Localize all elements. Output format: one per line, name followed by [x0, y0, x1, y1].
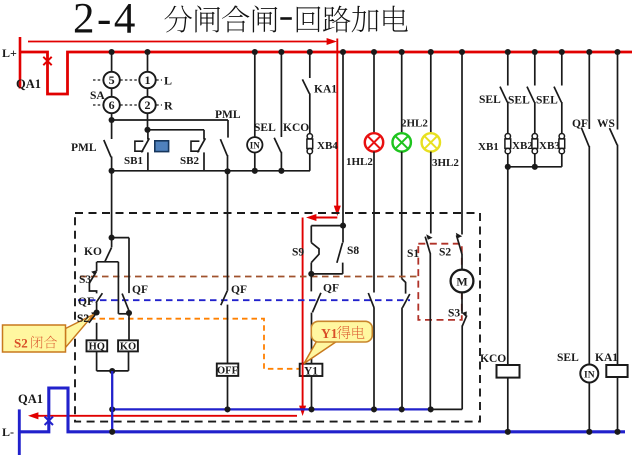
svg-text:S2: S2: [14, 336, 28, 351]
svg-text:QF: QF: [231, 284, 247, 296]
svg-text:KO: KO: [120, 342, 136, 353]
svg-text:XB2: XB2: [512, 140, 533, 152]
svg-text:XB3: XB3: [539, 140, 560, 152]
svg-text:5: 5: [109, 73, 115, 87]
svg-text:1: 1: [145, 73, 151, 87]
svg-text:1HL2: 1HL2: [346, 156, 373, 168]
svg-text:SEL: SEL: [479, 94, 501, 106]
svg-text:2-4: 2-4: [73, 0, 138, 43]
svg-text:S9: S9: [292, 247, 304, 259]
svg-text:SEL: SEL: [536, 95, 558, 107]
svg-text:KCO: KCO: [480, 353, 506, 365]
svg-text:SEL: SEL: [557, 352, 579, 364]
svg-text:QF: QF: [572, 118, 588, 130]
svg-text:S3: S3: [448, 308, 460, 320]
svg-text:2HL2: 2HL2: [401, 118, 428, 130]
svg-text:IN: IN: [584, 371, 595, 381]
svg-text:SEL: SEL: [254, 122, 276, 134]
svg-text:QF: QF: [132, 284, 148, 296]
svg-text:6: 6: [109, 98, 115, 112]
svg-text:PML: PML: [71, 142, 97, 154]
svg-text:IN: IN: [250, 141, 261, 151]
svg-text:XB4: XB4: [317, 140, 338, 152]
svg-text:HQ: HQ: [89, 342, 105, 353]
svg-text:Y1: Y1: [321, 326, 338, 341]
svg-text:3HL2: 3HL2: [432, 157, 459, 169]
svg-text:SEL: SEL: [508, 95, 530, 107]
svg-text:2: 2: [145, 98, 151, 112]
svg-text:L: L: [164, 74, 172, 88]
svg-text:S1: S1: [407, 248, 419, 260]
svg-text:SB1: SB1: [124, 155, 143, 167]
svg-text:KA1: KA1: [314, 84, 337, 96]
svg-text:L+: L+: [2, 46, 17, 60]
svg-text:XB1: XB1: [478, 141, 499, 153]
svg-text:SA: SA: [90, 90, 105, 102]
svg-text:WS: WS: [597, 118, 615, 130]
svg-text:KA1: KA1: [595, 352, 618, 364]
svg-text:QF: QF: [78, 296, 94, 308]
svg-text:OFF: OFF: [217, 366, 238, 377]
svg-text:Y1: Y1: [304, 365, 318, 377]
svg-text:S3: S3: [79, 274, 91, 286]
svg-text:QA1: QA1: [18, 392, 43, 406]
svg-text:R: R: [164, 99, 173, 113]
svg-text:S8: S8: [347, 245, 359, 257]
svg-text:QA1: QA1: [16, 77, 41, 91]
svg-text:M: M: [456, 275, 467, 289]
svg-text:KO: KO: [84, 246, 102, 258]
svg-text:QF: QF: [323, 283, 339, 295]
svg-text:S2: S2: [439, 247, 451, 259]
svg-text:KCO: KCO: [283, 122, 309, 134]
svg-text:PML: PML: [215, 109, 241, 121]
svg-text:SB2: SB2: [180, 155, 199, 167]
svg-text:L-: L-: [2, 425, 14, 439]
svg-text:S2: S2: [77, 313, 89, 325]
